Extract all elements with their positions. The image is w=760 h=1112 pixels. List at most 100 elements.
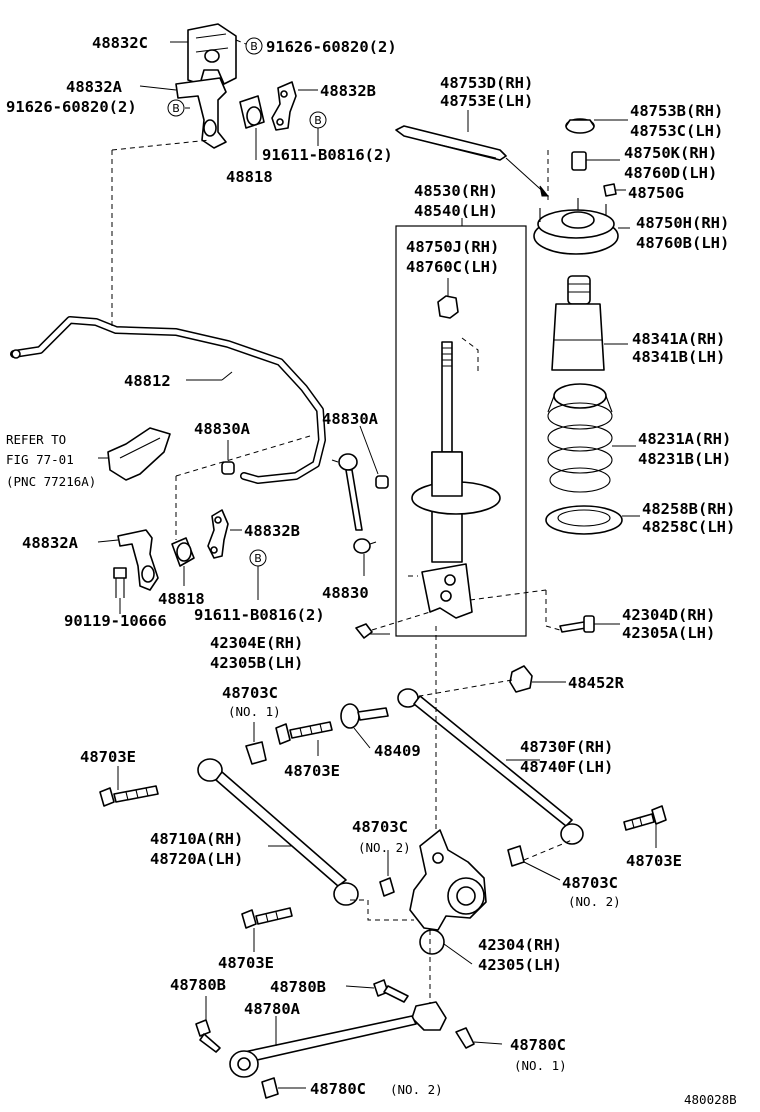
arm-48780a: [229, 1001, 447, 1078]
bushing-48818-mid: [171, 537, 195, 567]
nut-48703c-no1: [245, 741, 267, 765]
svg-text:B: B: [314, 114, 322, 127]
stabilizer-link-48830: [331, 453, 377, 554]
label-no2-a: (NO. 2): [358, 840, 411, 855]
label-42305: 42305(LH): [478, 956, 562, 974]
label-48780c-no2: 48780C: [310, 1080, 366, 1098]
label-48703e-b: 48703E: [284, 762, 340, 780]
label-48780b-b: 48780B: [270, 978, 326, 996]
label-48530: 48530(RH): [414, 182, 498, 200]
label-42304: 42304(RH): [478, 936, 562, 954]
label-no2-b: (NO. 2): [568, 894, 621, 909]
label-no1-b: (NO. 1): [514, 1058, 567, 1073]
label-48703e-c: 48703E: [626, 852, 682, 870]
label-91611-b0816-top: 91611-B0816(2): [262, 146, 393, 164]
label-48750h: 48750H(RH): [636, 214, 729, 232]
label-48730f: 48730F(RH): [520, 738, 613, 756]
label-refer-to: REFER TO: [6, 432, 66, 447]
bolt-48703e-a: [99, 785, 159, 807]
label-48753d: 48753D(RH): [440, 74, 533, 92]
label-48832c: 48832C: [92, 34, 148, 52]
bushing-48830a-right: [375, 475, 389, 489]
label-48760b: 48760B(LH): [636, 234, 729, 252]
bolt-48780b-a: [195, 1019, 221, 1053]
label-48832b-mid: 48832B: [244, 522, 300, 540]
b-callout-1: B: [245, 37, 263, 55]
label-91626-60820-b: 91626-60820(2): [6, 98, 137, 116]
label-48750k: 48750K(RH): [624, 144, 717, 162]
label-48780b-a: 48780B: [170, 976, 226, 994]
nut-48780c-no2: [261, 1077, 279, 1099]
nut-48750j: [437, 295, 459, 319]
label-48231b: 48231B(LH): [638, 450, 731, 468]
label-48703c-no1: 48703C: [222, 684, 278, 702]
label-48753b: 48753B(RH): [630, 102, 723, 120]
label-48830: 48830: [322, 584, 369, 602]
label-48703e-a: 48703E: [80, 748, 136, 766]
label-48832b-top: 48832B: [320, 82, 376, 100]
label-48540: 48540(LH): [414, 202, 498, 220]
bumper-48341a: [551, 275, 605, 371]
label-48341a: 48341A(RH): [632, 330, 725, 348]
bolt-48780c-no1: [455, 1027, 475, 1049]
arm-48710a: [197, 758, 359, 906]
label-48812: 48812: [124, 372, 171, 390]
bolt-48703e-c: [623, 805, 667, 831]
label-48760d: 48760D(LH): [624, 164, 717, 182]
strut-assembly-box: [395, 225, 527, 637]
nut-48750g: [603, 183, 617, 197]
bolt-42304d: [559, 615, 595, 633]
label-48231a: 48231A(RH): [638, 430, 731, 448]
cover-48753d: [395, 125, 507, 161]
knuckle-42304: [409, 829, 487, 955]
label-48753c: 48753C(LH): [630, 122, 723, 140]
stabilizer-bar-48812: [10, 316, 326, 484]
label-48818-mid: 48818: [158, 590, 205, 608]
shock-absorber-48530: [408, 337, 501, 619]
insulator-48258b: [545, 505, 623, 535]
label-48710a: 48710A(RH): [150, 830, 243, 848]
label-48452r: 48452R: [568, 674, 625, 692]
bolt-90119-10666: [113, 567, 127, 598]
nut-48703c-no2: [379, 877, 395, 897]
bolt-48703e-b: [275, 721, 333, 745]
label-48703c-no2: 48703C: [352, 818, 408, 836]
label-48703e-d: 48703E: [218, 954, 274, 972]
bushing-48452r: [509, 665, 533, 693]
bolt-48780b-b: [373, 979, 409, 1003]
label-42304e: 42304E(RH): [210, 634, 303, 652]
label-48409: 48409: [374, 742, 421, 760]
label-42304d: 42304D(RH): [622, 606, 715, 624]
label-48830a-left: 48830A: [194, 420, 251, 438]
b-callout-3: B: [309, 111, 327, 129]
svg-text:B: B: [250, 40, 258, 53]
label-48341b: 48341B(LH): [632, 348, 725, 366]
label-48832a-mid: 48832A: [22, 534, 79, 552]
label-48258c: 48258C(LH): [642, 518, 735, 536]
b-callout-2: B: [167, 99, 185, 117]
coil-spring-48231a: [547, 383, 613, 493]
label-48760c: 48760C(LH): [406, 258, 499, 276]
clamp-48832b-mid: [207, 509, 229, 559]
bracket-48832a-top: [175, 77, 227, 149]
label-48818-top: 48818: [226, 168, 273, 186]
label-48780c-no1: 48780C: [510, 1036, 566, 1054]
label-91626-60820-a: 91626-60820(2): [266, 38, 397, 56]
label-48830a-right: 48830A: [322, 410, 379, 428]
label-48832a-top: 48832A: [66, 78, 123, 96]
b-callout-4: B: [249, 549, 267, 567]
label-48740f: 48740F(LH): [520, 758, 613, 776]
arm-48730f: [397, 688, 584, 845]
label-42305a: 42305A(LH): [622, 624, 715, 642]
label-90119-10666: 90119-10666: [64, 612, 167, 630]
support-48750h: [533, 198, 619, 255]
label-48753e: 48753E(LH): [440, 92, 533, 110]
bushing-48818-top: [239, 95, 265, 129]
bracket-48832c: [187, 23, 237, 85]
bracket-refer-fig-77-01: [107, 427, 171, 481]
bushing-48830a-left: [221, 461, 235, 475]
label-no2-c: (NO. 2): [390, 1082, 443, 1097]
label-pnc-77216a: (PNC 77216A): [6, 474, 96, 489]
label-48703c-no2b: 48703C: [562, 874, 618, 892]
